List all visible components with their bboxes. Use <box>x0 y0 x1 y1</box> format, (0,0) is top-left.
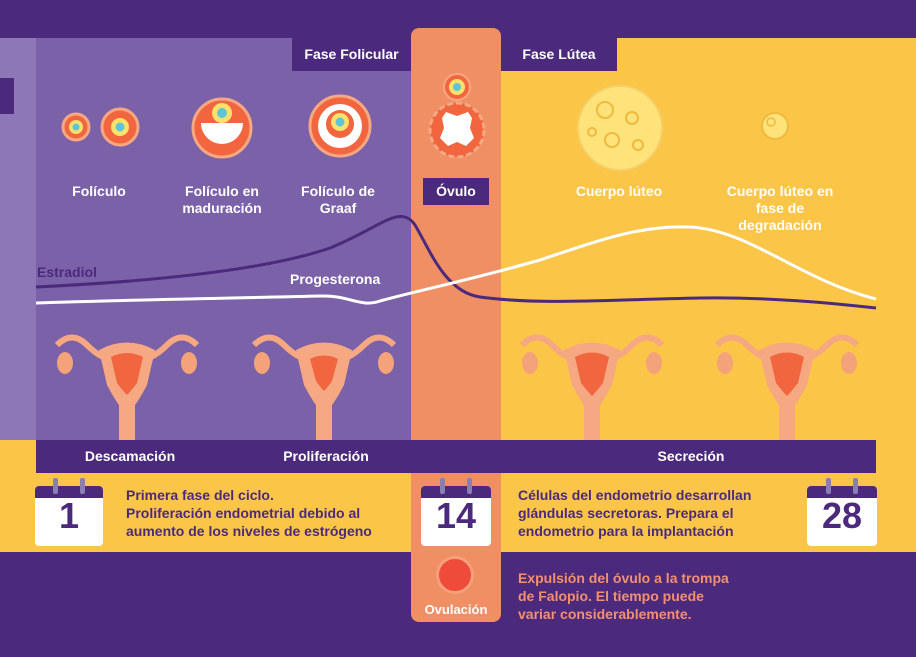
stage-proliferacion: Proliferación <box>283 448 369 464</box>
luteal-phase-header <box>501 38 617 71</box>
follicular-phase-title: Fase Folicular <box>304 46 399 62</box>
ovulo-label-box <box>423 178 489 205</box>
ovum-release-icon <box>428 73 486 159</box>
corpus-luteum-icon <box>577 85 663 171</box>
description-secretion: Células del endometrio desarrollan glánd… <box>518 487 752 539</box>
small-follicle-icon <box>61 107 140 147</box>
description-phase-1: Primera fase del ciclo. Proliferación en… <box>126 487 372 539</box>
label-foliculo-maduracion: Folículo en maduración <box>182 183 262 216</box>
calendar-day-1: 1 <box>35 478 103 546</box>
uterus-icon-secrecion-1 <box>519 334 665 440</box>
ovulation-label: Ovulación <box>424 602 488 617</box>
luteal-phase-title: Fase Lútea <box>522 46 596 62</box>
calendar-number-14: 14 <box>435 495 477 536</box>
calendar-number-1: 1 <box>58 495 80 536</box>
label-cuerpo-luteo-degradacion: Cuerpo lúteo en fase de degradación <box>726 183 834 233</box>
calendar-day-28: 28 <box>807 478 877 546</box>
calendar-day-14: 14 <box>421 478 491 546</box>
stage-bar <box>36 440 876 473</box>
side-tab <box>0 78 14 114</box>
label-cuerpo-luteo: Cuerpo lúteo <box>575 183 663 199</box>
calendar-number-28: 28 <box>821 495 863 536</box>
label-foliculo-graaf: Folículo de Graaf <box>301 183 375 216</box>
label-estradiol: Estradiol <box>37 264 97 280</box>
ovulation-dot-icon <box>436 556 474 594</box>
graaf-follicle-icon <box>308 94 372 158</box>
progesterone-curve <box>35 225 877 305</box>
uterus-icon-descamacion <box>54 334 200 440</box>
maturing-follicle-icon <box>191 97 253 159</box>
label-progesterona: Progesterona <box>290 271 381 287</box>
stage-secrecion: Secreción <box>657 448 725 464</box>
description-ovulation: Expulsión del óvulo a la trompa de Falop… <box>518 570 729 622</box>
degrading-corpus-luteum-icon <box>761 112 789 140</box>
stage-descamacion: Descamación <box>84 448 176 464</box>
label-ovulo: Óvulo <box>436 183 476 199</box>
uterus-icon-proliferacion <box>251 334 397 440</box>
uterus-icon-secrecion-2 <box>714 334 860 440</box>
label-foliculo: Folículo <box>72 183 126 199</box>
follicular-phase-header <box>292 38 411 71</box>
estradiol-curve <box>35 214 877 310</box>
